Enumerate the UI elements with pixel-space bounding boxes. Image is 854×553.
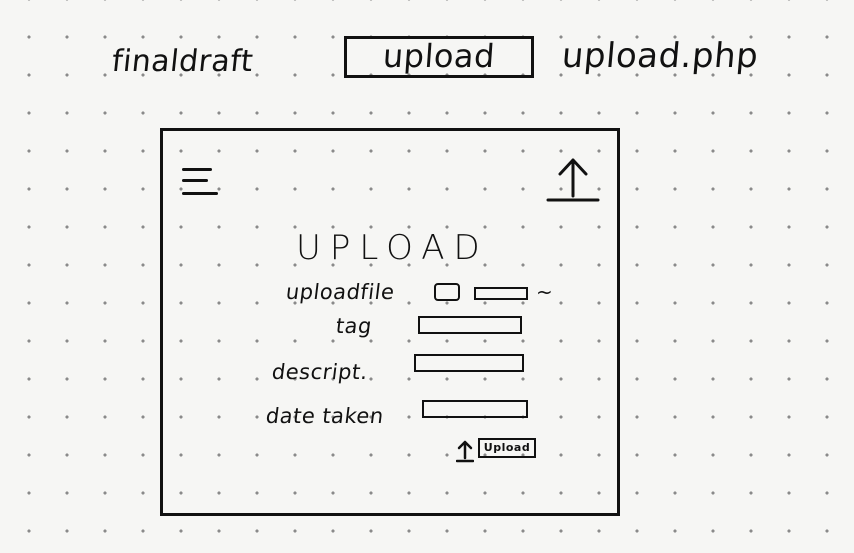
upload-submit-button[interactable]: Upload [478, 438, 536, 458]
description-input[interactable] [414, 354, 524, 372]
page-title: finaldraft [110, 44, 256, 79]
upload-file-label: uploadfile [284, 280, 396, 304]
page-filename: upload.php [560, 36, 761, 76]
wireframe-screen [160, 128, 620, 516]
form-heading: UPLOAD [296, 228, 489, 268]
choose-file-button[interactable] [434, 283, 460, 301]
file-name-field[interactable] [474, 287, 528, 300]
hamburger-menu-icon[interactable] [182, 166, 220, 200]
upload-arrow-icon [456, 440, 474, 463]
upload-nav-button[interactable]: upload [344, 36, 534, 78]
date-taken-input[interactable] [422, 400, 528, 418]
date-taken-label: date taken [264, 404, 386, 428]
tag-label: tag [334, 314, 374, 338]
upload-file-extra: ~ [536, 280, 554, 304]
upload-arrow-icon[interactable] [546, 156, 600, 206]
description-label: descript. [270, 360, 370, 384]
tag-input[interactable] [418, 316, 522, 334]
upload-nav-button-label: upload [381, 37, 497, 75]
